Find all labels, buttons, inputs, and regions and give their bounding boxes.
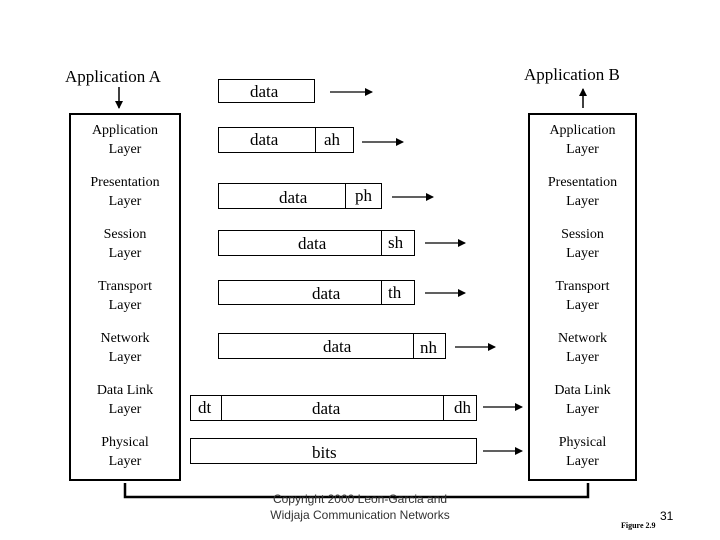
header-divider [315, 128, 316, 152]
header-divider [381, 231, 382, 255]
data-label-presentation: data [250, 130, 279, 149]
nh-header: nh [420, 338, 437, 357]
data-label-session: data [279, 188, 308, 207]
application-a-title: Application A [65, 67, 161, 86]
application-b-title: Application B [524, 65, 620, 84]
packet-frame [190, 395, 477, 421]
figure-label: Figure 2.9 [621, 521, 656, 530]
ph-header: ph [355, 186, 372, 205]
packet-presentation [218, 127, 354, 153]
physical-medium-line [123, 483, 590, 499]
data-label-network: data [312, 284, 341, 303]
page-number: 31 [660, 509, 674, 523]
packet-network [218, 280, 415, 305]
header-divider [443, 396, 444, 420]
packet-session [218, 183, 382, 209]
data-label-frame: data [312, 399, 341, 418]
th-header: th [388, 283, 402, 302]
sh-header: sh [388, 233, 404, 252]
packet-application-data [218, 79, 315, 103]
dh-header: dh [454, 398, 471, 417]
data-label-data-link: data [323, 337, 352, 356]
bits-label: bits [312, 443, 337, 462]
header-divider [413, 334, 414, 358]
data-label-transport: data [298, 234, 327, 253]
ah-header: ah [324, 130, 341, 149]
header-divider [381, 281, 382, 304]
data-label-application: data [250, 82, 279, 101]
packet-transport [218, 230, 415, 256]
trailer-divider [221, 396, 222, 420]
bits-box [190, 438, 477, 464]
packet-data-link [218, 333, 446, 359]
dt-trailer: dt [198, 398, 212, 417]
header-divider [345, 184, 346, 208]
